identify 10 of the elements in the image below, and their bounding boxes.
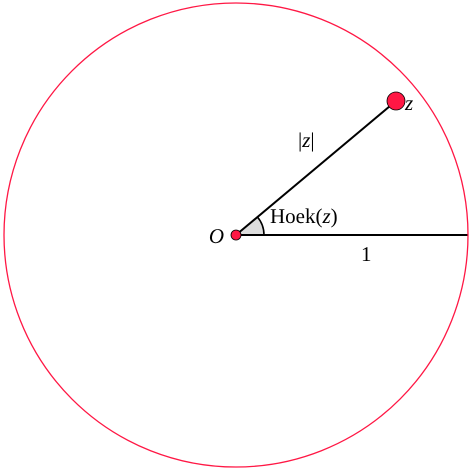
unit-circle [3, 2, 469, 468]
point-label: z [405, 93, 414, 114]
edge-label: 1 [361, 244, 372, 265]
angle-label: Hoek(z) [270, 206, 338, 227]
point-dot [386, 92, 406, 110]
line-segment [239, 106, 390, 233]
edge-label: |z| [298, 130, 315, 151]
point-dot [230, 230, 242, 240]
line-segment [241, 234, 468, 236]
point-label: O [208, 226, 224, 247]
